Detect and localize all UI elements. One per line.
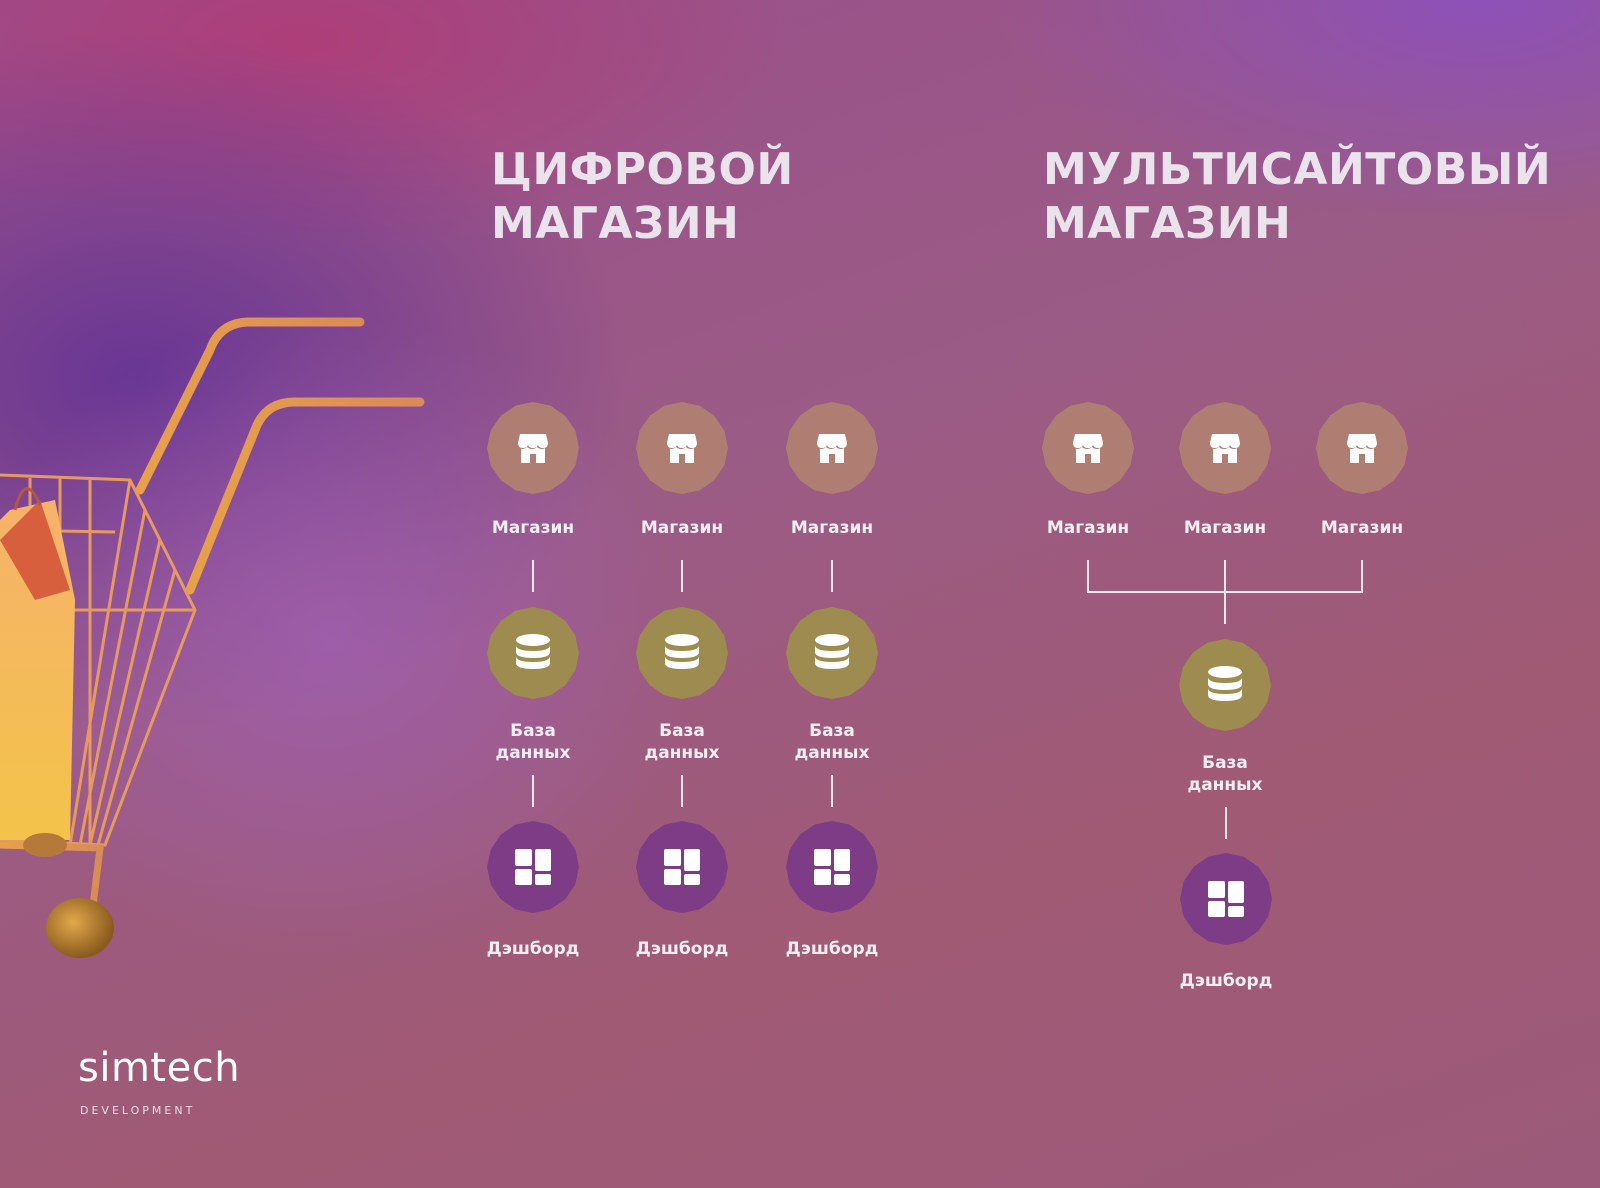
- dashboard-badge: [487, 821, 579, 913]
- database-label: База данных: [463, 720, 603, 764]
- database-label-line1: База: [659, 721, 705, 741]
- database-badge: [487, 607, 579, 699]
- dashboard-label: Дэшборд: [785, 939, 879, 959]
- brand-logo: simtech: [78, 1045, 241, 1091]
- database-icon: [516, 634, 550, 669]
- store-icon: [1073, 434, 1103, 463]
- database-label: База данных: [1155, 752, 1295, 796]
- connector: [681, 775, 683, 807]
- database-label: База данных: [612, 720, 752, 764]
- connector: [1225, 807, 1227, 839]
- store-badge: [636, 402, 728, 494]
- database-icon: [1208, 666, 1242, 701]
- connector: [681, 560, 683, 592]
- connector: [532, 560, 534, 592]
- dashboard-label: Дэшборд: [1179, 971, 1273, 991]
- database-badge: [636, 607, 728, 699]
- database-label-line2: данных: [794, 743, 870, 763]
- database-label-line2: данных: [644, 743, 720, 763]
- store-icon: [817, 434, 847, 463]
- connector: [1361, 560, 1363, 593]
- store-label: Магазин: [640, 518, 724, 538]
- store-icon: [518, 434, 548, 463]
- store-icon: [1210, 434, 1240, 463]
- connector: [831, 560, 833, 592]
- right-title-line2: МАГАЗИН: [1043, 198, 1292, 249]
- store-badge: [487, 402, 579, 494]
- dashboard-icon: [664, 849, 700, 885]
- store-icon: [667, 434, 697, 463]
- database-label-line1: База: [809, 721, 855, 741]
- dashboard-icon: [515, 849, 551, 885]
- database-label-line1: База: [1202, 753, 1248, 773]
- connector: [1224, 560, 1226, 624]
- store-icon: [1347, 434, 1377, 463]
- dashboard-icon: [814, 849, 850, 885]
- left-title-line2: МАГАЗИН: [491, 198, 740, 249]
- database-label-line2: данных: [1187, 775, 1263, 795]
- right-title-line1: МУЛЬТИСАЙТОВЫЙ: [1043, 144, 1552, 195]
- right-panel-title: МУЛЬТИСАЙТОВЫЙ МАГАЗИН: [1043, 143, 1551, 251]
- database-label-line1: База: [510, 721, 556, 741]
- dashboard-badge: [786, 821, 878, 913]
- connector: [831, 775, 833, 807]
- dashboard-label: Дэшборд: [635, 939, 729, 959]
- store-label: Магазин: [1320, 518, 1404, 538]
- store-label: Магазин: [491, 518, 575, 538]
- store-label: Магазин: [1046, 518, 1130, 538]
- database-label-line2: данных: [495, 743, 571, 763]
- left-title-line1: ЦИФРОВОЙ: [491, 144, 794, 195]
- database-label: База данных: [762, 720, 902, 764]
- store-badge: [1316, 402, 1408, 494]
- dashboard-icon: [1208, 881, 1244, 917]
- store-badge: [786, 402, 878, 494]
- database-badge: [786, 607, 878, 699]
- connector: [532, 775, 534, 807]
- database-badge: [1179, 639, 1271, 731]
- dashboard-badge: [1180, 853, 1272, 945]
- brand-logo-subtitle: DEVELOPMENT: [80, 1104, 196, 1117]
- store-badge: [1042, 402, 1134, 494]
- store-label: Магазин: [1183, 518, 1267, 538]
- connector: [1087, 560, 1089, 593]
- store-label: Магазин: [790, 518, 874, 538]
- store-badge: [1179, 402, 1271, 494]
- shopping-cart-icon: [0, 317, 425, 958]
- dashboard-label: Дэшборд: [486, 939, 580, 959]
- dashboard-badge: [636, 821, 728, 913]
- left-panel-title: ЦИФРОВОЙ МАГАЗИН: [491, 143, 794, 251]
- database-icon: [815, 634, 849, 669]
- database-icon: [665, 634, 699, 669]
